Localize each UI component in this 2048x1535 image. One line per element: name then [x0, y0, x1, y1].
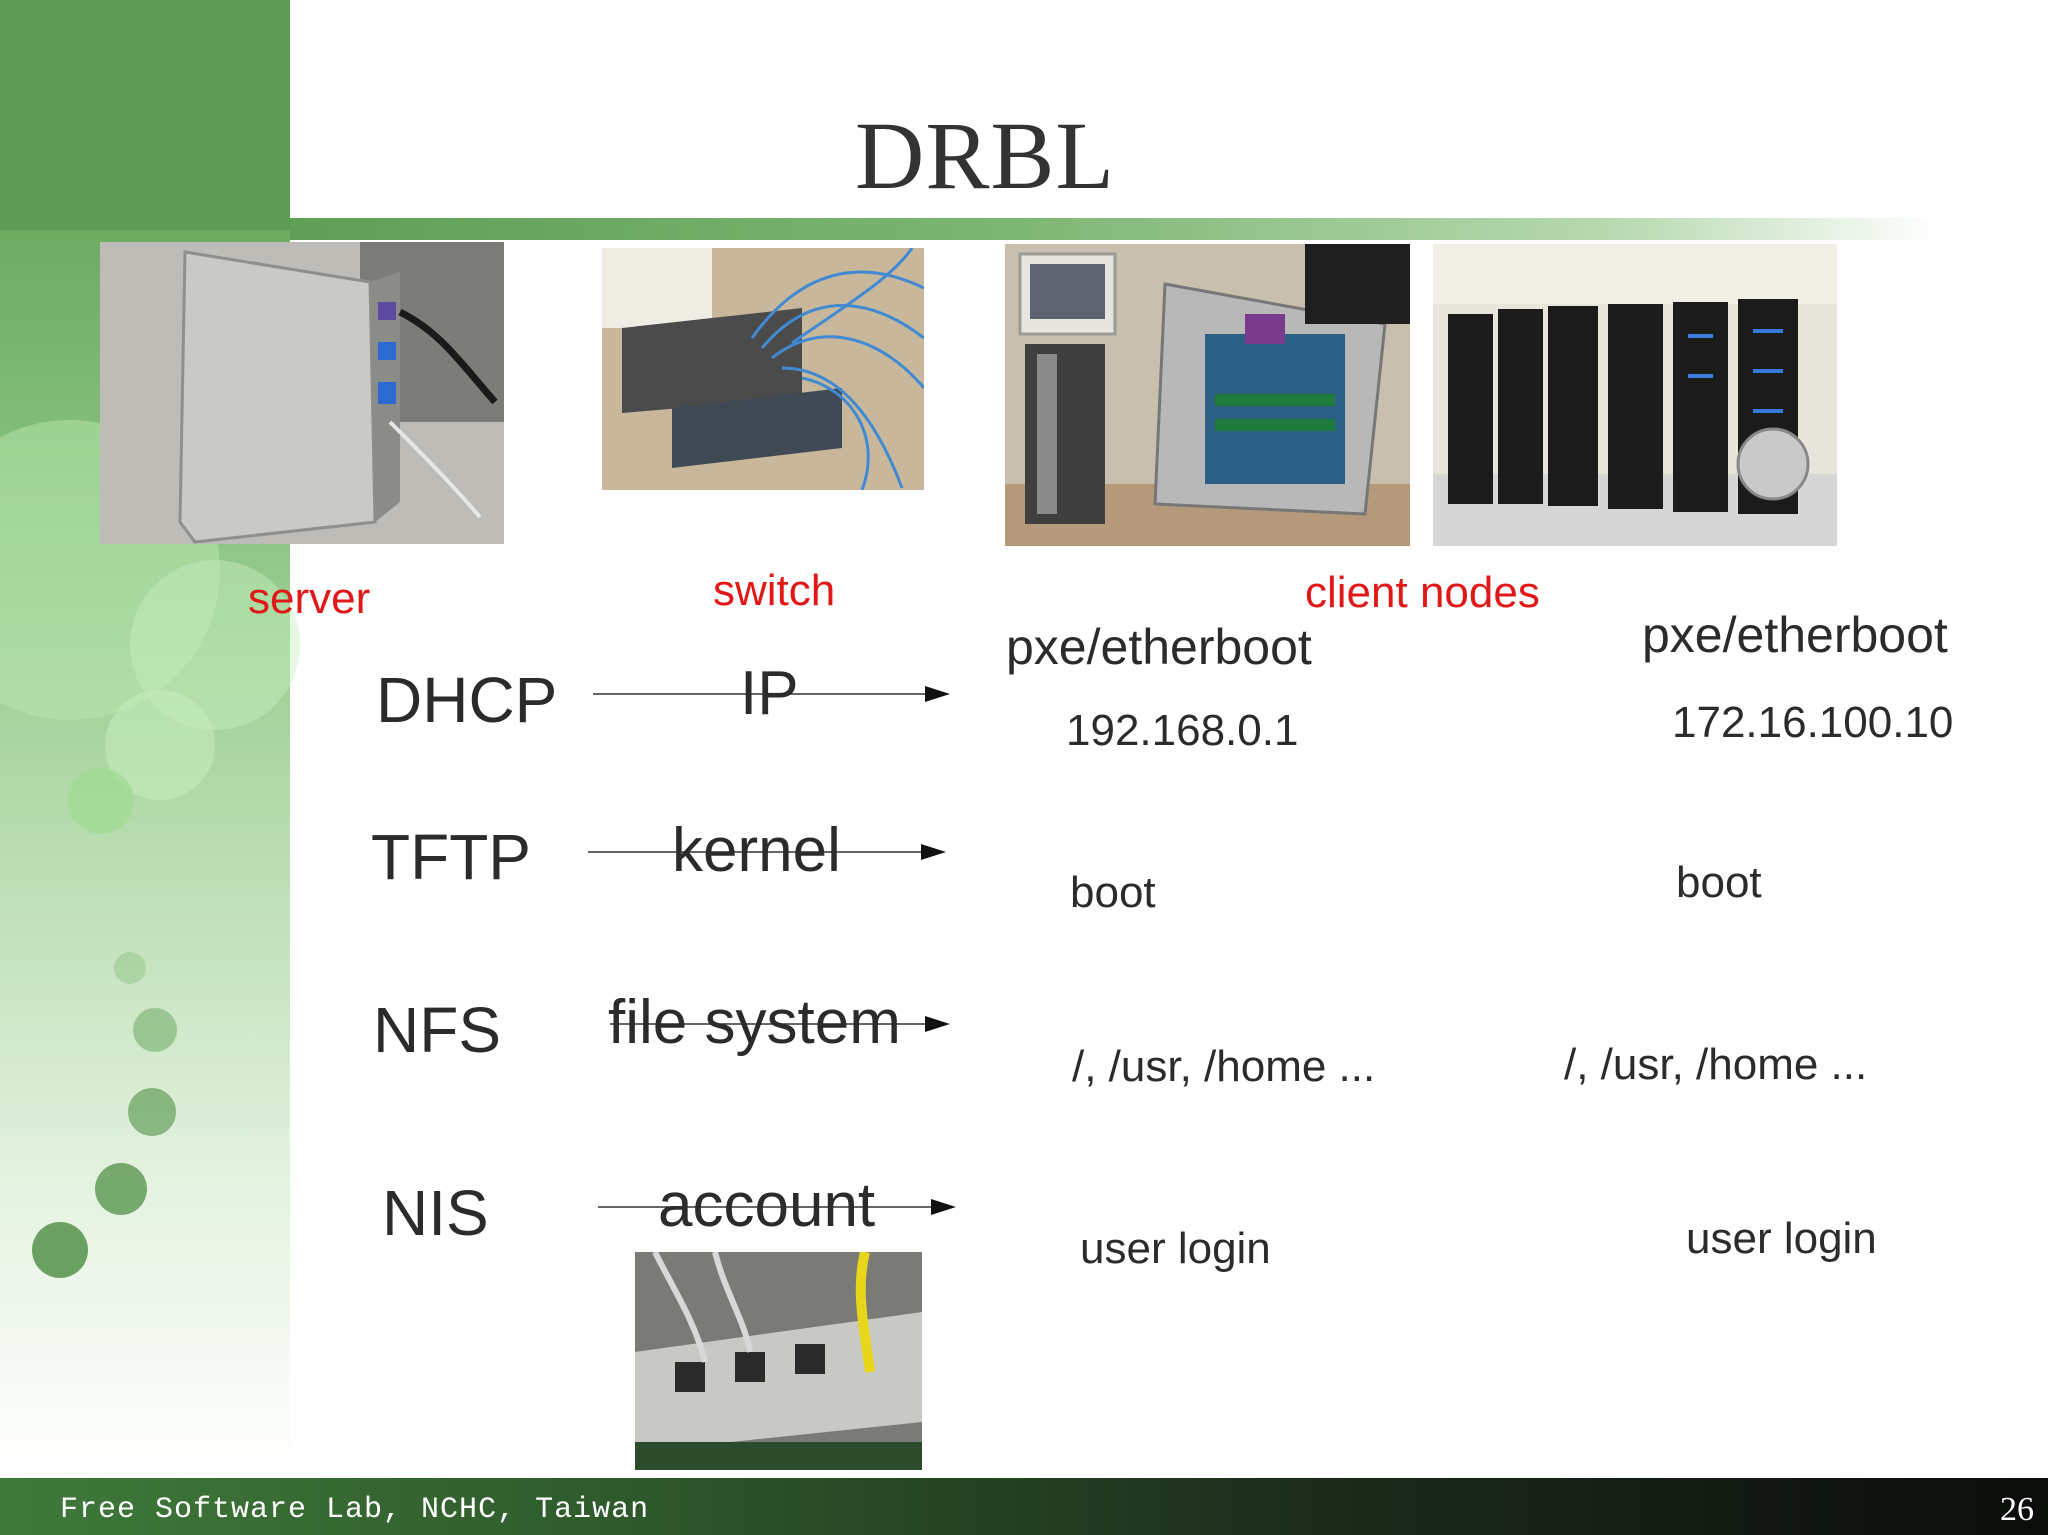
service-tftp: TFTP	[371, 821, 531, 893]
client2-mounts: /, /usr, /home ...	[1564, 1040, 1868, 1089]
client1-mounts: /, /usr, /home ...	[1072, 1042, 1376, 1091]
decorative-bubble	[95, 1163, 147, 1215]
switch-label: switch	[713, 566, 836, 615]
decorative-bubble	[68, 768, 134, 834]
decorative-bubble	[114, 952, 146, 984]
service-dhcp: DHCP	[376, 664, 558, 736]
payload-file-system: file system	[608, 988, 901, 1057]
footer-text: Free Software Lab, NCHC, Taiwan	[60, 1493, 650, 1527]
payload-ip: IP	[740, 659, 799, 728]
network-port-photo	[635, 1252, 922, 1470]
client1-boot-method: pxe/etherboot	[1006, 619, 1312, 675]
footer-bar	[0, 1478, 2048, 1535]
client-nodes-label: client nodes	[1305, 568, 1540, 617]
dhcp-arrowhead	[925, 686, 950, 702]
service-nfs: NFS	[373, 994, 501, 1066]
title-rule	[290, 218, 1942, 240]
server-photo	[100, 242, 504, 544]
client2-ip: 172.16.100.10	[1672, 698, 1954, 747]
service-nis: NIS	[382, 1177, 489, 1249]
client1-boot: boot	[1070, 868, 1156, 917]
client1-login: user login	[1080, 1224, 1271, 1273]
tftp-arrowhead	[921, 844, 946, 860]
payload-account: account	[658, 1171, 876, 1240]
client1-ip: 192.168.0.1	[1066, 706, 1299, 755]
decorative-bubble	[32, 1222, 88, 1278]
nis-arrowhead	[931, 1199, 956, 1215]
client-node-photo	[1005, 244, 1410, 546]
client2-boot: boot	[1676, 858, 1762, 907]
payload-kernel: kernel	[672, 816, 841, 885]
cluster-racks-photo	[1433, 244, 1837, 546]
server-label: server	[248, 574, 371, 623]
nfs-arrowhead	[925, 1016, 950, 1032]
switch-photo	[602, 248, 924, 490]
slide-title: DRBL	[854, 102, 1116, 209]
client2-boot-method: pxe/etherboot	[1642, 607, 1948, 663]
left-panel-header-block	[0, 0, 290, 230]
decorative-bubble	[133, 1008, 177, 1052]
client2-login: user login	[1686, 1214, 1877, 1263]
decorative-bubble	[128, 1088, 176, 1136]
page-number: 26	[2000, 1491, 2034, 1528]
